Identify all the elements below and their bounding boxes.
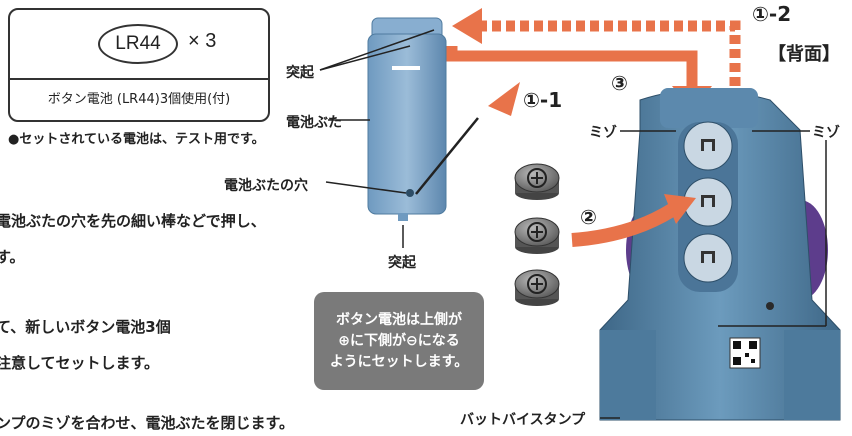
battery-cover-label: 電池ぶた <box>286 115 342 131</box>
polarity-warning-box: ボタン電池は上側が ⊕に下側が⊖になる ようにセットします。 <box>314 292 484 390</box>
device-leader-lines <box>600 130 827 419</box>
step-3-label: ③ <box>611 71 628 95</box>
instruction-line-5: ンプのミゾを合わせ、電池ぶたを閉じます。 <box>0 414 295 432</box>
battery-cover-hole-label: 電池ぶたの穴 <box>224 178 308 194</box>
battery-model-label: LR44 <box>98 24 178 64</box>
protrusion-bottom-label: 突起 <box>388 255 416 271</box>
step-2-label: ② <box>580 205 597 229</box>
protrusion-top-label: 突起 <box>286 65 314 81</box>
coin-batteries <box>514 163 560 306</box>
battery-count: × 3 <box>188 30 217 52</box>
coin-battery-3 <box>514 269 560 306</box>
product-name-label: バットバイスタンプ <box>460 412 586 428</box>
test-battery-note: ●セットされている電池は、テスト用です。 <box>8 132 265 147</box>
warning-line-3: ようにセットします。 <box>329 353 469 370</box>
coin-battery-2 <box>514 217 560 254</box>
groove-right-label: ミゾ <box>812 125 840 141</box>
coin-battery-1 <box>514 163 560 200</box>
cover-leader-lines <box>319 29 479 248</box>
groove-left-label: ミゾ <box>589 125 617 141</box>
box-divider <box>10 78 268 80</box>
arrow-1-2 <box>452 8 741 100</box>
instruction-line-1: 電池ぶたの穴を先の細い棒などで押し、 <box>0 212 266 230</box>
battery-cover <box>367 17 447 221</box>
battery-spec-box: LR44 × 3 ボタン電池 (LR44)3個使用(付) <box>8 8 270 122</box>
warning-line-1: ボタン電池は上側が <box>336 311 462 328</box>
arrow-2 <box>571 194 696 247</box>
instruction-line-3: て、新しいボタン電池3個 <box>0 318 171 336</box>
arrow-1-1 <box>488 82 520 116</box>
step-1-2-label: ①-2 <box>752 2 792 26</box>
battery-usage-text: ボタン電池 (LR44)3個使用(付) <box>47 92 231 107</box>
stamp-device <box>599 88 841 421</box>
instruction-line-2: す。 <box>0 248 25 266</box>
back-view-label: 【背面】 <box>768 44 840 65</box>
warning-line-2: ⊕に下側が⊖になる <box>338 332 460 349</box>
instruction-line-4: 注意してセットします。 <box>0 354 160 372</box>
step-1-1-label: ①-1 <box>523 88 563 112</box>
